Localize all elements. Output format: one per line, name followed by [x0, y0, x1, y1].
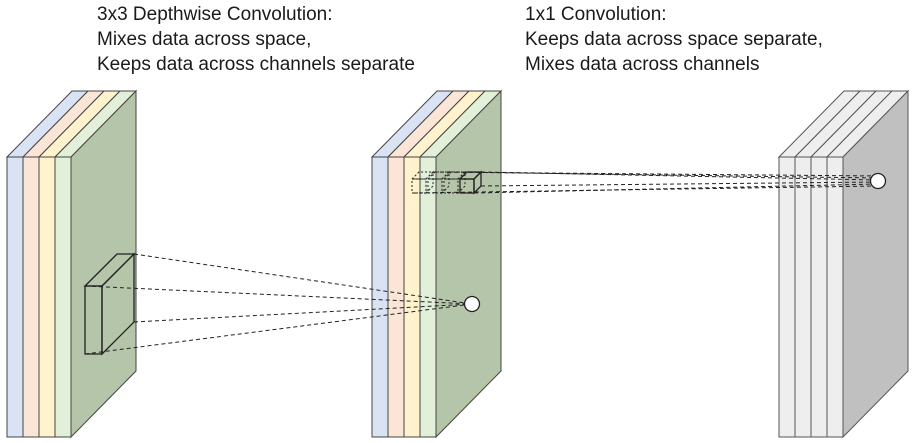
output-channel-2-front	[794, 156, 812, 438]
pw-line-5	[473, 183, 879, 194]
input-side-face	[70, 89, 137, 439]
output-channel-3-front	[810, 156, 828, 438]
projection-line-2	[84, 285, 473, 305]
pw-line-3	[480, 171, 879, 181]
middle-channel-2-front	[387, 156, 405, 438]
output-channel-1-front	[778, 156, 796, 438]
input-channel-1-front	[6, 156, 24, 438]
pointwise-label: 1x1 Convolution: Keeps data across space…	[525, 2, 823, 77]
middle-side-face	[435, 89, 502, 439]
input-stack	[5, 89, 138, 439]
projection-line-3	[133, 303, 473, 323]
pointwise-line1: Keeps data across space separate,	[525, 29, 823, 50]
middle-channel-1-front	[371, 156, 389, 438]
output-channel-4-front	[826, 156, 844, 438]
pointwise-line2: Mixes data across channels	[525, 54, 760, 75]
pw-line-6	[480, 181, 879, 187]
input-channel-2-front	[22, 156, 40, 438]
pointwise-output-point	[869, 172, 887, 190]
input-channel-4-front	[54, 156, 72, 438]
pointwise-cell-1	[410, 170, 435, 195]
output-side-face	[842, 89, 909, 439]
depthwise-title: 3x3 Depthwise Convolution:	[97, 4, 333, 25]
depthwise-label: 3x3 Depthwise Convolution: Mixes data ac…	[97, 2, 415, 77]
depthwise-projection-lines	[84, 253, 473, 355]
output-stack	[777, 89, 910, 439]
depthwise-line2: Keeps data across channels separate	[97, 54, 415, 75]
pw-line-2	[448, 171, 879, 179]
depthwise-output-point	[463, 295, 481, 313]
projection-line-4	[84, 303, 473, 355]
depthwise-line1: Mixes data across space,	[97, 29, 312, 50]
pointwise-projection-lines	[411, 171, 879, 194]
pointwise-title: 1x1 Convolution:	[525, 4, 667, 25]
input-channel-3-front	[38, 156, 56, 438]
middle-stack	[370, 89, 503, 439]
middle-channel-3-front	[403, 156, 421, 438]
pointwise-cell-3	[442, 170, 467, 195]
projection-line-1	[133, 253, 473, 305]
